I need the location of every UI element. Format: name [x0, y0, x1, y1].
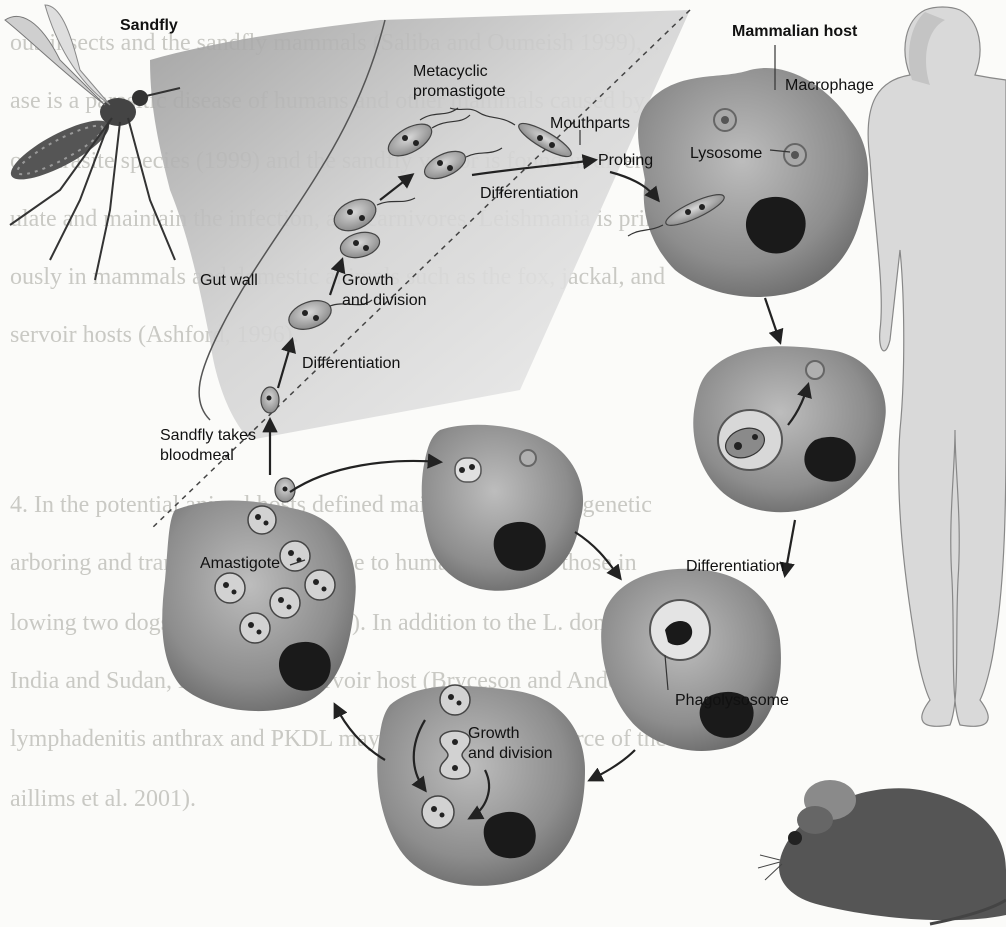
- macrophage-cell-phagolysosome: [601, 569, 781, 751]
- macrophage-cell-middle: [422, 425, 583, 591]
- label-and-division-bottom: and division: [468, 745, 553, 762]
- label-growth-bottom: Growth: [468, 725, 520, 742]
- label-amastigote: Amastigote: [200, 555, 280, 572]
- label-and-division: and division: [342, 292, 427, 309]
- macrophage-cell-top: [638, 68, 868, 297]
- bg-line-12: aillims et al. 2001).: [10, 786, 196, 812]
- macrophage-cell-amastigote: [162, 501, 356, 712]
- label-differentiation-right: Differentiation: [686, 558, 784, 575]
- label-lysosome: Lysosome: [690, 145, 762, 162]
- label-probing: Probing: [598, 152, 653, 169]
- human-icon: [868, 7, 1006, 726]
- label-sandfly-takes: Sandfly takes: [160, 427, 256, 444]
- label-gut-wall: Gut wall: [200, 272, 258, 289]
- macrophage-cell-right-middle: [693, 346, 885, 512]
- label-mouthparts: Mouthparts: [550, 115, 630, 132]
- label-sandfly: Sandfly: [120, 17, 178, 34]
- label-metacyclic: Metacyclic: [413, 63, 488, 80]
- label-differentiation-top: Differentiation: [480, 185, 578, 202]
- label-phagolysosome: Phagolysosome: [675, 692, 789, 709]
- label-differentiation-gut: Differentiation: [302, 355, 400, 372]
- label-promastigote: promastigote: [413, 83, 506, 100]
- mouse-icon: [758, 780, 1006, 924]
- label-bloodmeal: bloodmeal: [160, 447, 234, 464]
- label-growth: Growth: [342, 272, 394, 289]
- label-macrophage: Macrophage: [785, 77, 874, 94]
- label-mammalian-host: Mammalian host: [732, 23, 858, 40]
- macrophage-cell-bottom: [377, 685, 585, 886]
